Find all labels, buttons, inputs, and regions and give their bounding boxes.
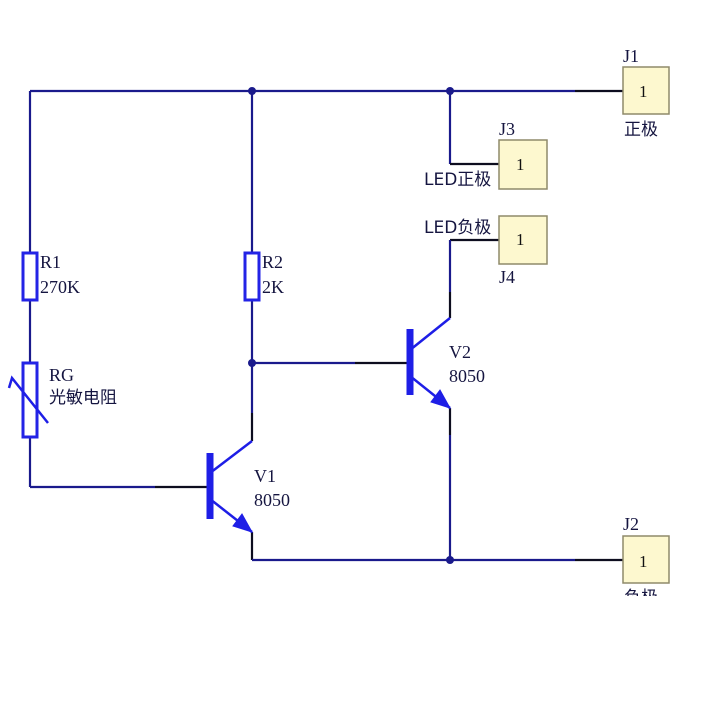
connector-j4-pin-number: 1 [516,230,525,249]
crop-mask [600,596,700,616]
junction-dot [248,359,256,367]
resistor-r2: R2 2K [243,251,284,302]
photoresistor-variable-symbol [7,375,49,424]
connector-j1: J1 1 正极 [622,46,670,140]
connector-j4-box [498,215,548,265]
transistor-v1-emitter-arrow [232,513,254,533]
photoresistor-rg-designator: RG [49,365,74,385]
connector-j2: J2 1 负极 [622,514,670,608]
resistor-r2-designator: R2 [262,252,283,272]
junction-dot [446,87,454,95]
resistor-r1: R1 270K [21,251,80,302]
transistor-v2-designator: V2 [449,342,471,362]
photoresistor-rg-value: 光敏电阻 [49,388,117,408]
connector-j3-designator: J3 [499,119,515,139]
transistor-v2: V2 8050 [406,317,485,409]
junction-dot [446,556,454,564]
resistor-r1-body [21,251,39,302]
connector-j4-designator: J4 [499,267,515,287]
resistor-r2-value: 2K [262,277,284,297]
junctions [248,87,454,564]
transistor-v2-value: 8050 [449,366,485,386]
connector-j2-pin-number: 1 [639,552,648,571]
transistor-v2-emitter-arrow [430,389,452,409]
connector-j3-label: LED正极 [424,170,491,190]
connector-j3: J3 1 LED正极 [424,119,548,190]
photoresistor-rg: RG 光敏电阻 [7,361,117,439]
wires [28,89,623,562]
connector-j1-designator: J1 [623,46,639,66]
connector-j4-label: LED负极 [424,218,491,238]
transistor-v1: V1 8050 [206,440,290,533]
connector-j1-box [622,66,670,115]
resistor-r2-body [243,251,261,302]
resistor-r1-value: 270K [40,277,80,297]
connector-j1-pin-number: 1 [639,82,648,101]
transistor-v1-value: 8050 [254,490,290,510]
connector-j2-box [622,535,670,584]
connector-j4: 1 LED负极 J4 [424,215,548,287]
connector-j1-label: 正极 [624,120,658,140]
transistor-v1-collector [209,440,253,474]
connector-j3-pin-number: 1 [516,155,525,174]
transistor-v1-designator: V1 [254,466,276,486]
connector-j2-designator: J2 [623,514,639,534]
junction-dot [248,87,256,95]
transistor-v2-collector [409,317,451,351]
connector-j3-box [498,139,548,190]
resistor-r1-designator: R1 [40,252,61,272]
